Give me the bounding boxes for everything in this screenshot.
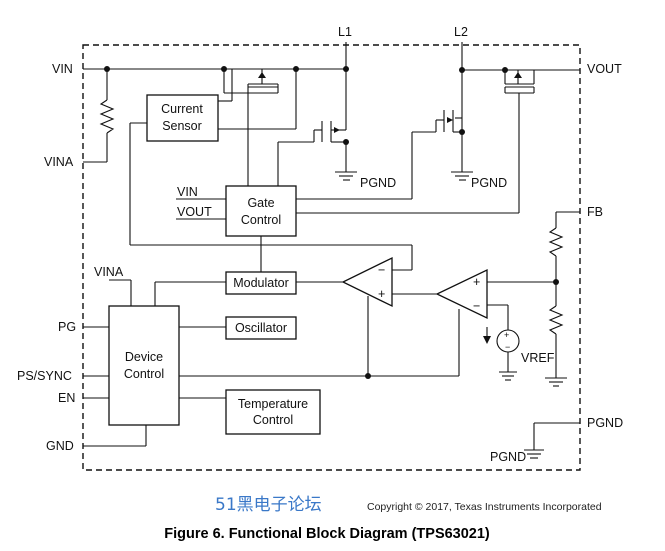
watermark: 51黑电子论坛: [215, 495, 322, 515]
junction-dots: [104, 66, 559, 379]
figure-caption: Figure 6. Functional Block Diagram (TPS6…: [164, 526, 490, 542]
pin-l1: L1: [338, 25, 352, 39]
pin-vina: VINA: [44, 155, 74, 169]
device-control-block: Device Control: [108, 305, 180, 426]
current-sensor-line1: Current: [161, 102, 203, 116]
temperature-control-line1: Temperature: [238, 397, 308, 411]
ic-boundary: [82, 44, 581, 471]
pwm-comparator: − +: [341, 256, 393, 308]
device-control-line1: Device: [125, 350, 163, 364]
label-gate-vin: VIN: [177, 185, 198, 199]
gate-control-block: Gate Control: [225, 185, 297, 237]
wires: [83, 42, 580, 459]
pin-ps-sync: PS/SYNC: [17, 369, 72, 383]
current-sensor-block: Current Sensor: [146, 94, 219, 142]
modulator-block: Modulator: [225, 271, 297, 295]
temperature-control-line2: Control: [253, 413, 293, 427]
error-amplifier: + −: [435, 268, 488, 320]
error-amp-plus: +: [473, 275, 480, 289]
oscillator-label: Oscillator: [235, 321, 287, 335]
pin-pgnd: PGND: [587, 416, 623, 430]
label-pgnd-3: PGND: [490, 450, 526, 464]
pin-pg: PG: [58, 320, 76, 334]
pin-vin: VIN: [52, 62, 73, 76]
label-pgnd-2: PGND: [471, 176, 507, 190]
pin-vout: VOUT: [587, 62, 622, 76]
pin-en: EN: [58, 391, 75, 405]
gate-control-line1: Gate: [247, 196, 274, 210]
vref-source-minus: −: [505, 342, 510, 352]
modulator-label: Modulator: [233, 276, 289, 290]
error-amp-minus: −: [473, 299, 480, 313]
pin-l2: L2: [454, 25, 468, 39]
vref-source-plus: +: [504, 330, 509, 340]
pin-fb: FB: [587, 205, 603, 219]
label-vina-inner: VINA: [94, 265, 124, 279]
pin-gnd: GND: [46, 439, 74, 453]
label-vref: VREF: [521, 351, 555, 365]
gate-control-line2: Control: [241, 213, 281, 227]
copyright-notice: Copyright © 2017, Texas Instruments Inco…: [367, 501, 602, 513]
comparator-minus: −: [378, 263, 385, 277]
temperature-control-block: Temperature Control: [225, 389, 321, 435]
oscillator-block: Oscillator: [225, 316, 297, 340]
comparator-plus: +: [378, 287, 385, 301]
device-control-line2: Control: [124, 367, 164, 381]
label-gate-vout: VOUT: [177, 205, 212, 219]
label-pgnd-1: PGND: [360, 176, 396, 190]
current-sensor-line2: Sensor: [162, 119, 202, 133]
